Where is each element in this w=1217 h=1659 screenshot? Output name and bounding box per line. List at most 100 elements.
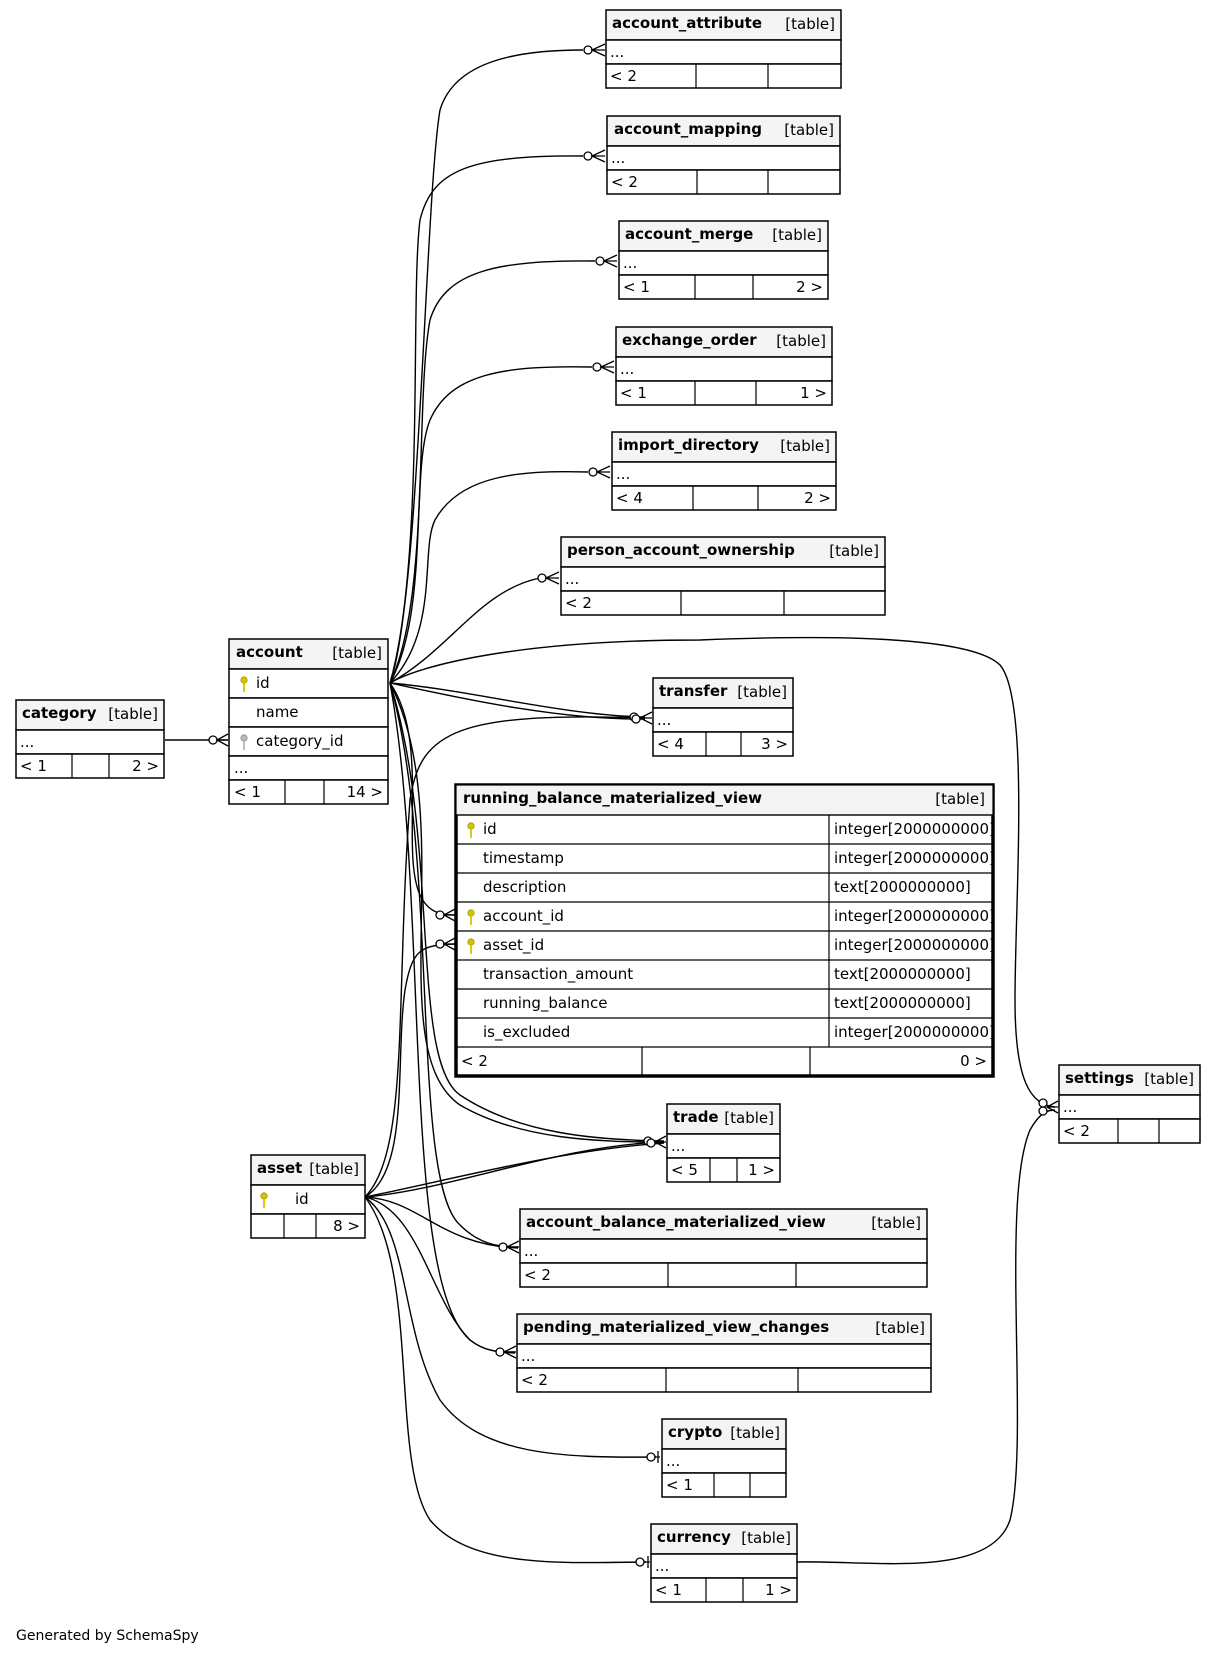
child-count: 3 > [761, 735, 788, 753]
table-kind: [table] [772, 226, 822, 244]
edge-account-account_mapping [389, 155, 584, 684]
table-kind: [table] [1144, 1070, 1194, 1088]
table-currency[interactable]: currency [table] ... < 1 1 > [650, 1523, 798, 1603]
table-import_directory[interactable]: import_directory [table] ... < 4 2 > [611, 431, 837, 511]
edge-account-transfer-2 [389, 682, 646, 720]
collapsed-row: ... [610, 43, 624, 61]
table-name: import_directory [618, 436, 759, 454]
table-name: account_attribute [612, 14, 762, 32]
table-running_balance_materialized_view[interactable]: running_balance_materialized_view [table… [454, 783, 995, 1078]
table-kind: [table] [871, 1214, 921, 1232]
edge-asset-transfer [364, 716, 646, 1198]
column-name: id [483, 820, 497, 838]
parent-count: < 1 [20, 757, 47, 775]
relationship-edges [165, 49, 1056, 1565]
table-name: exchange_order [622, 331, 757, 349]
edge-asset-currency [364, 1196, 647, 1564]
table-kind: [table] [741, 1529, 791, 1547]
table-kind: [table] [935, 790, 985, 808]
collapsed-row: ... [657, 711, 671, 729]
table-name: person_account_ownership [567, 541, 795, 559]
collapsed-row: ... [616, 465, 630, 483]
child-count: 2 > [796, 278, 823, 296]
parent-count: < 2 [611, 173, 638, 191]
column-name: category_id [256, 732, 343, 751]
edge-asset-trade-2 [364, 1142, 665, 1198]
collapsed-row: ... [655, 1557, 669, 1575]
primary-key-icon [467, 822, 475, 839]
table-kind: [table] [829, 542, 879, 560]
column-name: description [483, 878, 566, 896]
table-pending_materialized_view_changes[interactable]: pending_materialized_view_changes [table… [516, 1313, 932, 1393]
table-asset[interactable]: asset [table] id 8 > [250, 1154, 366, 1239]
table-transfer[interactable]: transfer [table] ... < 4 3 > [652, 677, 794, 757]
table-account[interactable]: account [table] id name category_id ... … [228, 638, 389, 805]
edge-asset-rbmv [364, 943, 456, 1198]
child-count: 8 > [333, 1217, 360, 1235]
table-account_attribute[interactable]: account_attribute [table] ... < 2 [605, 9, 842, 89]
child-count: 0 > [960, 1052, 987, 1070]
collapsed-row: ... [611, 149, 625, 167]
table-kind: [table] [784, 121, 834, 139]
parent-count: < 2 [565, 594, 592, 612]
table-kind: [table] [785, 15, 835, 33]
edge-markers [208, 43, 1059, 1568]
primary-key-icon [467, 938, 475, 955]
child-count: 1 > [765, 1581, 792, 1599]
child-count: 2 > [132, 757, 159, 775]
table-account_balance_materialized_view[interactable]: account_balance_materialized_view [table… [519, 1208, 928, 1288]
column-type: text[2000000000] [834, 878, 971, 896]
edge-account-transfer-1 [389, 682, 646, 718]
parent-count: < 5 [671, 1161, 698, 1179]
table-kind: [table] [724, 1109, 774, 1127]
edge-account-trade-1 [389, 682, 665, 1143]
table-name: account_merge [625, 225, 753, 243]
collapsed-row: ... [671, 1137, 685, 1155]
column-type: integer[2000000000] [834, 820, 995, 838]
child-count: 1 > [800, 384, 827, 402]
column-name: id [295, 1190, 309, 1208]
table-name: account_balance_materialized_view [526, 1213, 826, 1231]
table-kind: [table] [776, 332, 826, 350]
table-settings[interactable]: settings [table] ... < 2 [1058, 1064, 1201, 1144]
table-account_mapping[interactable]: account_mapping [table] ... < 2 [606, 115, 841, 195]
edge-account-account_merge [389, 260, 596, 684]
collapsed-row: ... [565, 570, 579, 588]
table-kind: [table] [730, 1424, 780, 1442]
parent-count: < 1 [666, 1476, 693, 1494]
edge-account-settings [389, 636, 1056, 1108]
collapsed-row: ... [20, 733, 34, 751]
collapsed-row: ... [521, 1347, 535, 1365]
column-name: transaction_amount [483, 965, 633, 984]
column-name: name [256, 703, 299, 721]
table-trade[interactable]: trade [table] ... < 5 1 > [666, 1103, 781, 1183]
table-name: settings [1065, 1069, 1134, 1087]
table-name: pending_materialized_view_changes [523, 1318, 829, 1336]
table-crypto[interactable]: crypto [table] ... < 1 [661, 1418, 787, 1498]
table-person_account_ownership[interactable]: person_account_ownership [table] ... < 2 [560, 536, 886, 616]
table-exchange_order[interactable]: exchange_order [table] ... < 1 1 > [615, 326, 833, 406]
column-rows [456, 814, 993, 1076]
child-count: 14 > [347, 783, 383, 801]
collapsed-row: ... [666, 1452, 680, 1470]
parent-count: < 1 [623, 278, 650, 296]
column-type: integer[2000000000] [834, 1023, 995, 1041]
collapsed-row: ... [524, 1242, 538, 1260]
table-category[interactable]: category [table] ... < 1 2 > [15, 699, 165, 779]
parent-count: < 4 [616, 489, 643, 507]
table-name: asset [257, 1159, 302, 1177]
table-name: crypto [668, 1423, 722, 1441]
table-name: transfer [659, 682, 728, 700]
edge-asset-crypto [364, 1196, 657, 1458]
child-count: 2 > [804, 489, 831, 507]
parent-count: < 2 [524, 1266, 551, 1284]
column-type: integer[2000000000] [834, 849, 995, 867]
column-type: text[2000000000] [834, 994, 971, 1012]
column-type: integer[2000000000] [834, 936, 995, 954]
table-account_merge[interactable]: account_merge [table] ... < 1 2 > [618, 220, 829, 300]
table-kind: [table] [737, 683, 787, 701]
column-name: running_balance [483, 994, 607, 1013]
collapsed-row: ... [234, 759, 248, 777]
edge-account-trade-2 [389, 682, 665, 1142]
parent-count: < 2 [1063, 1122, 1090, 1140]
